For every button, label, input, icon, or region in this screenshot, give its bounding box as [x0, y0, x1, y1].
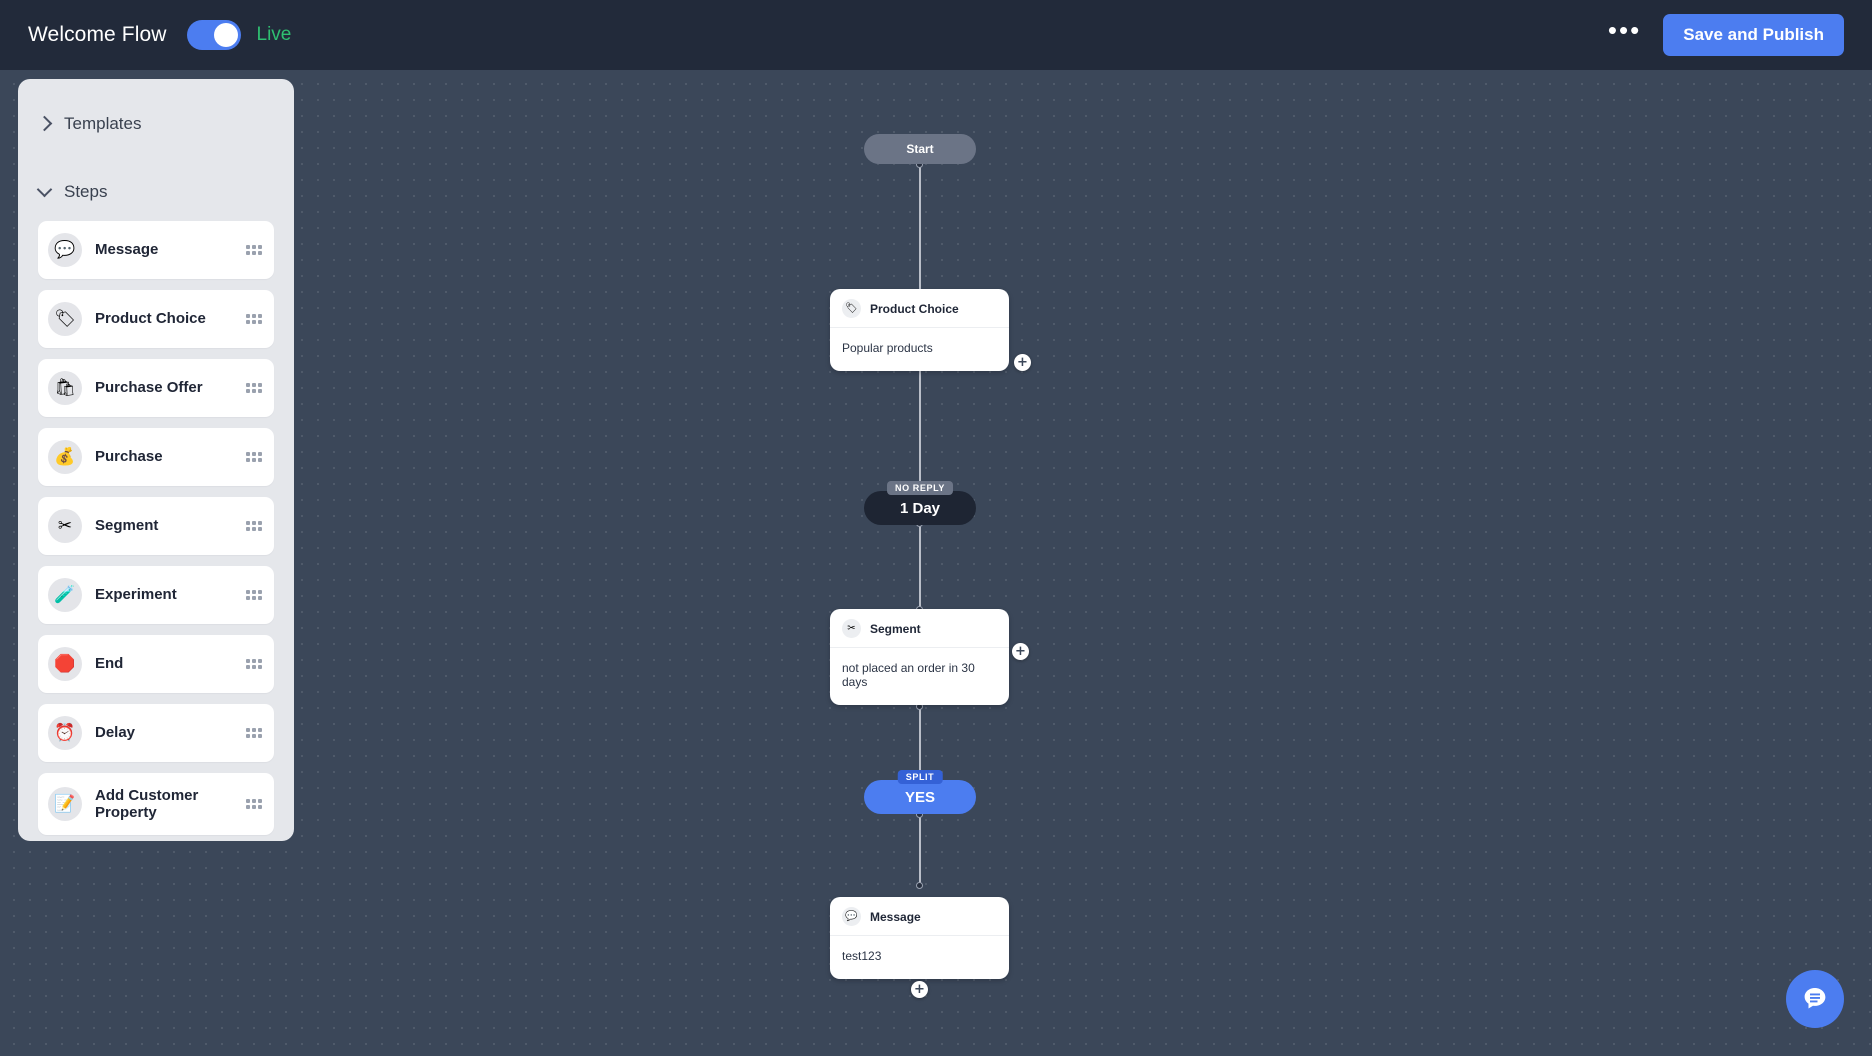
- step-item-product-choice[interactable]: 🏷 Product Choice: [38, 290, 274, 348]
- step-item-label: Purchase: [95, 448, 163, 466]
- money-bag-icon: 💰: [48, 440, 82, 474]
- node-header: 💬 Message: [830, 897, 1009, 936]
- speech-balloon-icon: 💬: [842, 907, 861, 926]
- flow-node-product-choice[interactable]: 🏷 Product Choice Popular products: [830, 289, 1009, 371]
- step-item-label: Product Choice: [95, 310, 206, 328]
- step-item-label: End: [95, 655, 124, 673]
- node-body: not placed an order in 30 days: [842, 661, 975, 689]
- step-item-experiment[interactable]: 🧪 Experiment: [38, 566, 274, 624]
- step-item-label: Delay: [95, 724, 136, 742]
- section-steps[interactable]: Steps: [38, 169, 274, 215]
- step-item-delay[interactable]: ⏰ Delay: [38, 704, 274, 762]
- node-tag-split: SPLIT: [897, 770, 943, 784]
- section-steps-label: Steps: [64, 182, 108, 201]
- drag-handle-icon[interactable]: [246, 727, 262, 739]
- node-title: Product Choice: [870, 301, 959, 316]
- step-item-add-customer-property[interactable]: 📝 Add Customer Property: [38, 773, 274, 835]
- drag-handle-icon[interactable]: [246, 451, 262, 463]
- split-label: YES: [904, 788, 935, 806]
- memo-icon: 📝: [48, 787, 82, 821]
- node-body: Popular products: [842, 341, 933, 355]
- shopping-bags-icon: 🛍: [48, 371, 82, 405]
- drag-handle-icon[interactable]: [246, 244, 262, 256]
- section-templates-label: Templates: [64, 114, 142, 133]
- flow-canvas[interactable]: Start 🏷 Product Choice Popular products …: [0, 70, 1872, 1056]
- step-item-label: Message: [95, 241, 159, 259]
- step-item-label: Purchase Offer: [95, 379, 203, 397]
- flow-node-message[interactable]: 💬 Message test123: [830, 897, 1009, 979]
- alarm-clock-icon: ⏰: [48, 716, 82, 750]
- steps-sidebar: Templates Steps 💬 Message 🏷 Product Choi…: [18, 79, 294, 841]
- step-item-segment[interactable]: ✂ Segment: [38, 497, 274, 555]
- drag-handle-icon[interactable]: [246, 798, 262, 810]
- live-toggle[interactable]: [186, 20, 241, 50]
- node-header: 🏷 Product Choice: [830, 289, 1009, 328]
- label-tag-icon: 🏷: [842, 299, 861, 318]
- flow-node-delay[interactable]: NO REPLY 1 Day: [864, 481, 976, 525]
- section-templates[interactable]: Templates: [38, 101, 274, 147]
- drag-handle-icon[interactable]: [246, 589, 262, 601]
- edge-split-to-message: [919, 814, 921, 886]
- edge-anchor-dot: [916, 882, 923, 889]
- speech-balloon-icon: 💬: [48, 233, 82, 267]
- edge-delay-to-segment: [919, 523, 921, 611]
- step-item-label: Experiment: [95, 586, 177, 604]
- step-item-label: Add Customer Property: [95, 786, 199, 821]
- edge-segment-to-split: [919, 707, 921, 782]
- node-tag-no-reply: NO REPLY: [887, 481, 953, 495]
- more-options-icon[interactable]: •••: [1607, 15, 1642, 45]
- edge-start-to-product: [919, 164, 921, 294]
- drag-handle-icon[interactable]: [246, 382, 262, 394]
- step-item-purchase[interactable]: 💰 Purchase: [38, 428, 274, 486]
- status-badge: Live: [256, 24, 292, 45]
- top-bar: Welcome Flow Live ••• Save and Publish: [0, 0, 1872, 70]
- flow-graph: Start 🏷 Product Choice Popular products …: [0, 70, 1872, 1056]
- step-item-end[interactable]: 🛑 End: [38, 635, 274, 693]
- delay-label: 1 Day: [899, 499, 941, 517]
- scissors-icon: ✂: [48, 509, 82, 543]
- chevron-down-icon: [38, 185, 52, 199]
- test-tube-icon: 🧪: [48, 578, 82, 612]
- chat-widget-button[interactable]: [1786, 970, 1844, 1028]
- drag-handle-icon[interactable]: [246, 658, 262, 670]
- node-title: Segment: [870, 621, 921, 636]
- drag-handle-icon[interactable]: [246, 520, 262, 532]
- add-branch-button-segment[interactable]: +: [1012, 643, 1029, 660]
- chevron-right-icon: [38, 117, 52, 131]
- chat-bubble-icon: [1804, 988, 1826, 1009]
- flow-node-start[interactable]: Start: [864, 134, 976, 164]
- scissors-icon: ✂: [842, 619, 861, 638]
- add-step-button-tail[interactable]: +: [911, 981, 928, 998]
- step-item-message[interactable]: 💬 Message: [38, 221, 274, 279]
- node-title: Message: [870, 909, 921, 924]
- drag-handle-icon[interactable]: [246, 313, 262, 325]
- add-branch-button-product-choice[interactable]: +: [1014, 354, 1031, 371]
- flow-node-segment[interactable]: ✂ Segment not placed an order in 30 days: [830, 609, 1009, 705]
- start-label: Start: [906, 142, 934, 156]
- edge-product-to-delay: [919, 350, 921, 492]
- flow-node-split-yes[interactable]: SPLIT YES: [864, 770, 976, 814]
- label-tag-icon: 🏷: [48, 302, 82, 336]
- node-body: test123: [842, 949, 882, 963]
- page-title: Welcome Flow: [28, 23, 167, 46]
- save-and-publish-button[interactable]: Save and Publish: [1663, 14, 1844, 56]
- step-item-label: Segment: [95, 517, 159, 535]
- node-header: ✂ Segment: [830, 609, 1009, 648]
- step-item-purchase-offer[interactable]: 🛍 Purchase Offer: [38, 359, 274, 417]
- stop-sign-icon: 🛑: [48, 647, 82, 681]
- steps-list: 💬 Message 🏷 Product Choice 🛍 Purchase Of…: [38, 221, 274, 835]
- toggle-knob: [213, 23, 238, 47]
